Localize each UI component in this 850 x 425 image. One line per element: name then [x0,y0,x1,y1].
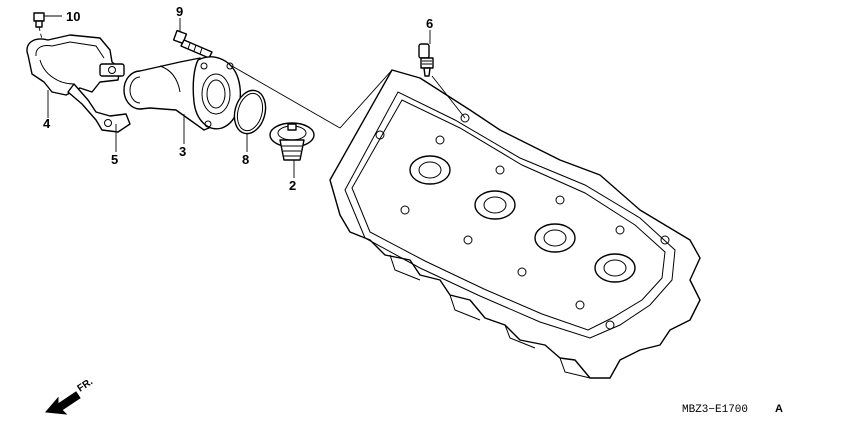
diagram-code: MBZ3−E1700 [682,404,748,416]
thermostat-part [269,122,315,161]
callout-5: 5 [111,152,118,167]
temperature-sensor-part [418,43,434,77]
callout-4: 4 [43,116,51,131]
front-direction-arrow-icon [44,391,81,415]
head-bolt-holes [375,113,670,330]
cylinder-head [329,69,701,379]
cam-journal-1 [409,155,451,185]
o-ring-part [233,89,267,135]
callout-10: 10 [66,9,80,24]
flange-bolt-part [172,29,213,59]
cam-journal-3 [534,223,576,253]
bolt-part-10 [33,12,45,28]
diagram-code-suffix: A [775,403,783,415]
callout-2: 2 [289,178,296,193]
hose-clamp-bracket-part [26,34,131,133]
callout-9: 9 [176,4,183,19]
front-label: FR. [76,376,96,394]
callout-6: 6 [426,16,433,31]
callout-3: 3 [179,144,186,159]
thermostat-housing-part [123,56,241,131]
cam-journal-4 [594,253,636,283]
callout-8: 8 [242,152,249,167]
cam-journal-2 [474,190,516,220]
